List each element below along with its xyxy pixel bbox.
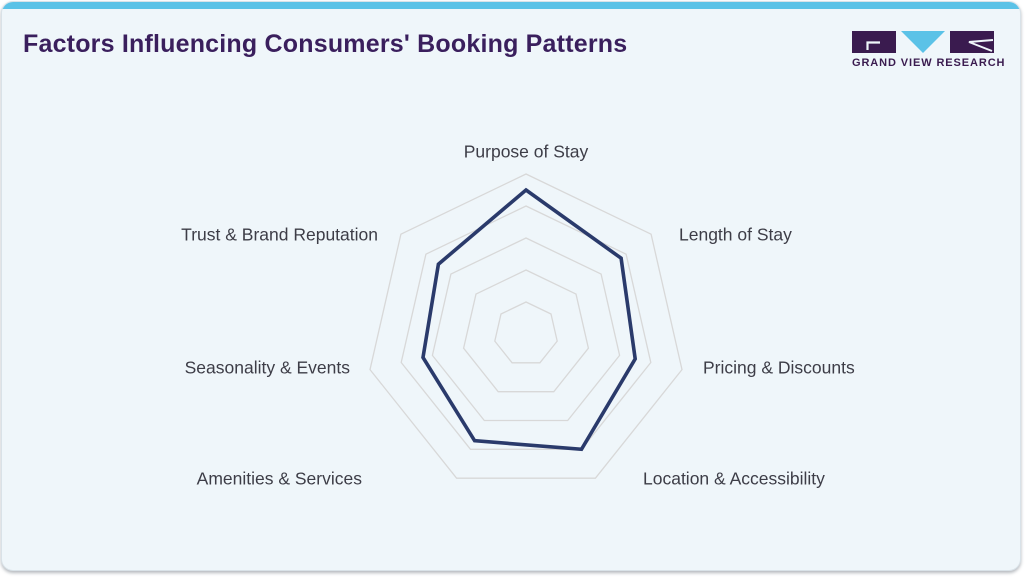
- gvr-logo-icon: [852, 31, 994, 53]
- data-polygon-0: [421, 187, 638, 452]
- brand-wordmark: GRAND VIEW RESEARCH: [852, 57, 1006, 69]
- grid-ring-5: [369, 173, 683, 479]
- logo-g-cut: [866, 41, 880, 50]
- axis-label-location-accessibility: Location & Accessibility: [643, 468, 825, 489]
- brand-logo: GRAND VIEW RESEARCH: [852, 31, 1006, 69]
- axis-label-amenities-services: Amenities & Services: [196, 468, 362, 489]
- logo-r-cut: [968, 39, 994, 52]
- grid-ring-4: [400, 205, 652, 450]
- logo-v-triangle: [901, 31, 945, 53]
- top-accent-bar: [2, 2, 1020, 9]
- axis-label-length-of-stay: Length of Stay: [679, 224, 792, 245]
- grid-ring-3: [431, 237, 621, 422]
- axis-label-purpose-of-stay: Purpose of Stay: [463, 141, 589, 162]
- axis-label-seasonality-events: Seasonality & Events: [184, 357, 350, 378]
- axis-label-trust-brand-reputation: Trust & Brand Reputation: [181, 224, 378, 245]
- grid-ring-2: [462, 269, 590, 393]
- page-title: Factors Influencing Consumers' Booking P…: [23, 30, 628, 58]
- grid-ring-1: [494, 301, 558, 364]
- axis-label-pricing-discounts: Pricing & Discounts: [703, 357, 855, 378]
